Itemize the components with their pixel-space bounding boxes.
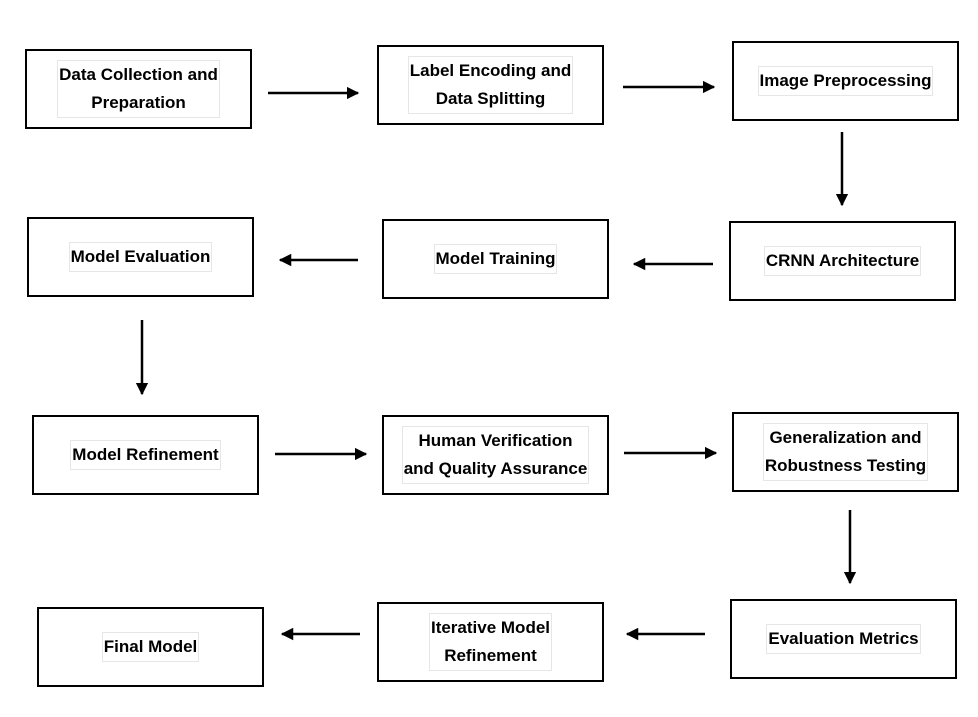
node-label: Image Preprocessing <box>758 67 933 95</box>
node-human-verification: Human Verification and Quality Assurance <box>382 415 609 495</box>
node-generalization-testing: Generalization and Robustness Testing <box>732 412 959 492</box>
node-label: Model Training <box>434 245 557 273</box>
node-model-refinement: Model Refinement <box>32 415 259 495</box>
node-iterative-refinement: Iterative Model Refinement <box>377 602 604 682</box>
node-evaluation-metrics: Evaluation Metrics <box>730 599 957 679</box>
node-crnn-architecture: CRNN Architecture <box>729 221 956 301</box>
node-final-model: Final Model <box>37 607 264 687</box>
node-label: Data Collection and Preparation <box>58 61 219 117</box>
node-model-evaluation: Model Evaluation <box>27 217 254 297</box>
node-label: Evaluation Metrics <box>767 625 920 653</box>
node-label: Model Evaluation <box>69 243 212 271</box>
node-data-collection: Data Collection and Preparation <box>25 49 252 129</box>
node-label: Iterative Model Refinement <box>429 614 552 670</box>
node-image-preprocessing: Image Preprocessing <box>732 41 959 121</box>
node-label: Generalization and Robustness Testing <box>763 424 928 480</box>
node-label: Label Encoding and Data Splitting <box>408 57 573 113</box>
node-model-training: Model Training <box>382 219 609 299</box>
node-label: CRNN Architecture <box>764 247 921 275</box>
node-label: Model Refinement <box>71 441 220 469</box>
node-label: Final Model <box>102 633 199 661</box>
node-label-encoding: Label Encoding and Data Splitting <box>377 45 604 125</box>
node-label: Human Verification and Quality Assurance <box>402 427 589 483</box>
